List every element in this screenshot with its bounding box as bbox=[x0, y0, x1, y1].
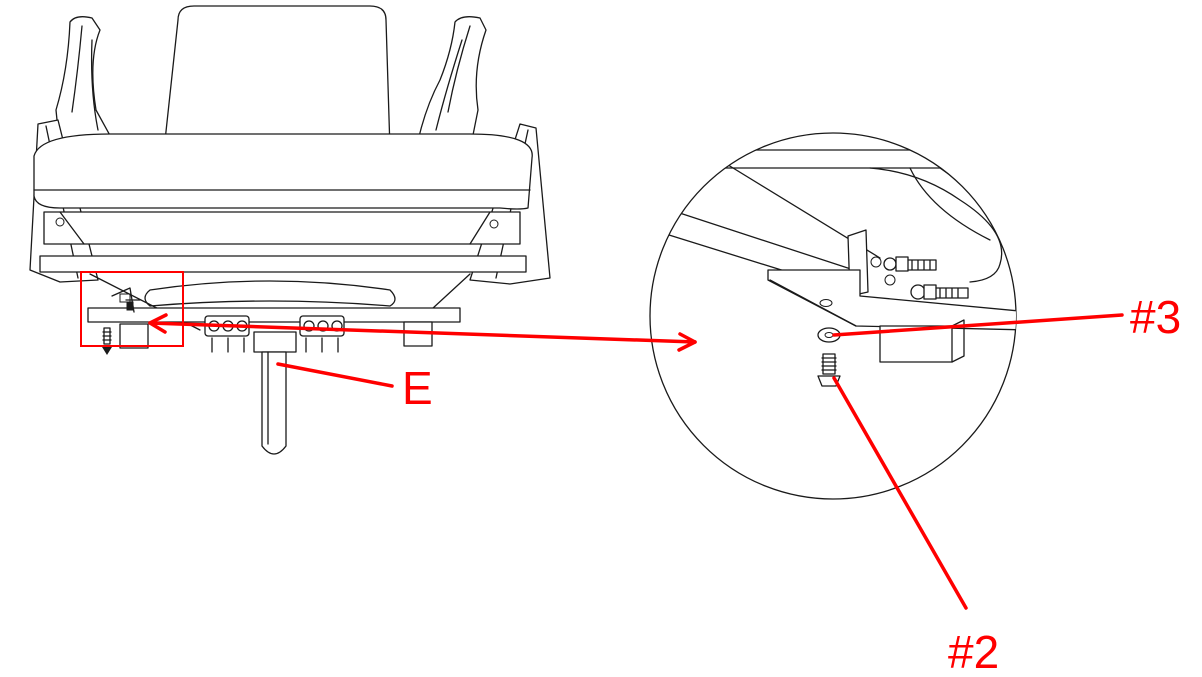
label-part-2: #2 bbox=[948, 626, 999, 677]
callout-lines bbox=[148, 313, 1124, 610]
label-e: E bbox=[402, 362, 433, 414]
screw-part-2 bbox=[817, 353, 841, 387]
leader-line-part-3 bbox=[832, 313, 1124, 337]
detail-double-arrow bbox=[148, 321, 697, 344]
leader-line-part-2 bbox=[832, 376, 968, 610]
mount-bolts-right bbox=[299, 315, 345, 353]
leader-line-e bbox=[276, 362, 394, 388]
seat-assembly-drawing bbox=[29, 5, 551, 455]
detail-highlight-box bbox=[80, 271, 184, 347]
label-part-3: #3 bbox=[1130, 291, 1181, 343]
mount-bolts-left bbox=[204, 315, 250, 353]
magnified-detail-view bbox=[649, 132, 1017, 500]
